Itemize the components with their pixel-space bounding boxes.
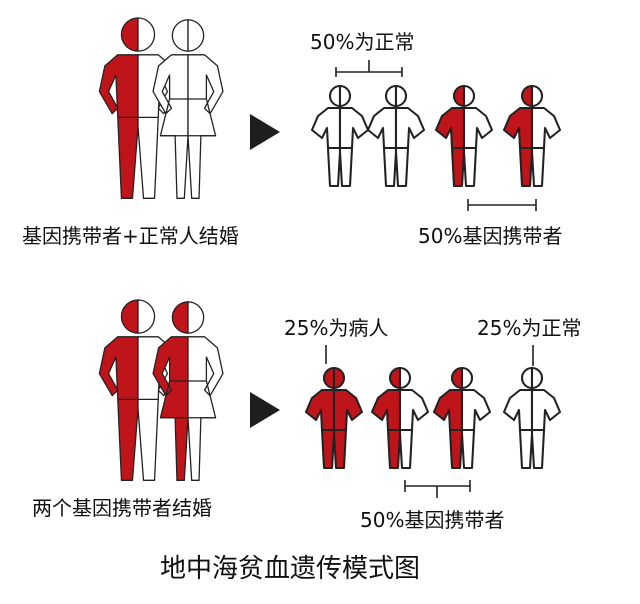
row1-arrow-icon (250, 114, 280, 150)
row2-label-normal: 25%为正常 (477, 316, 582, 340)
row2-label-carrier: 50%基因携带者 (360, 508, 505, 532)
row1-father-figure (98, 17, 178, 199)
row1-child-figure-4 (502, 84, 562, 188)
row2-father-figure (98, 299, 178, 481)
row2-label-affected: 25%为病人 (284, 316, 389, 340)
row2-bracket-carrier (404, 480, 471, 498)
row1-parents-caption: 基因携带者+正常人结婚 (22, 224, 239, 248)
row1-bracket-normal (335, 60, 403, 77)
row2-arrow-icon (250, 392, 280, 428)
row1-mother-figure (152, 19, 224, 199)
row2-child-figure-4 (502, 366, 562, 470)
row2-parents-caption: 两个基因携带者结婚 (32, 496, 212, 520)
row1-child-figure-2 (366, 84, 426, 188)
row1-bracket-carrier (467, 199, 537, 211)
row1-label-carrier: 50%基因携带者 (418, 224, 563, 248)
row2-child-figure-3 (432, 366, 492, 470)
row1-child-figure-1 (310, 84, 370, 188)
row2-child-figure-1 (304, 366, 364, 470)
row2-child-figure-2 (370, 366, 430, 470)
page-title: 地中海贫血遗传模式图 (159, 554, 420, 584)
row2-mother-figure (152, 301, 224, 481)
row1-label-normal: 50%为正常 (310, 30, 415, 54)
row1-child-figure-3 (434, 84, 494, 188)
